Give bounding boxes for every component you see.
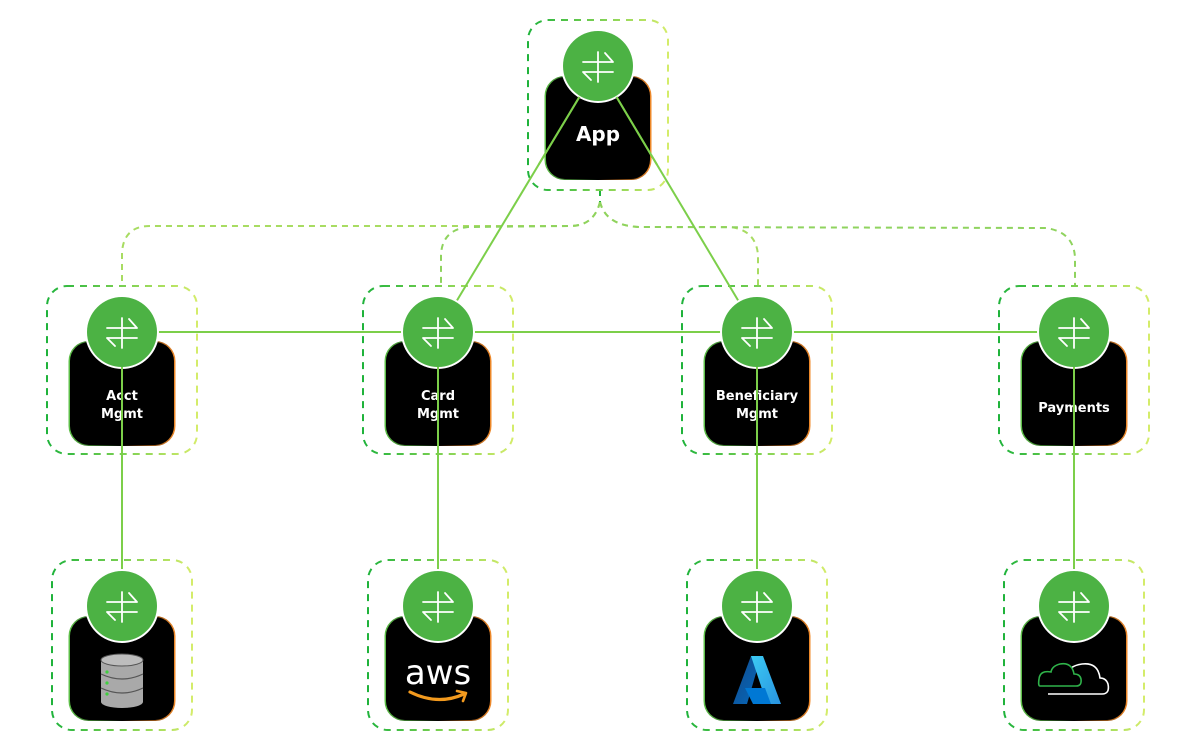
node-azure[interactable] — [703, 616, 811, 721]
hub-app[interactable] — [561, 29, 635, 103]
database-icon — [100, 653, 144, 708]
edge-overlay-app-card-mgmt — [537, 96, 581, 166]
swap-arrows-icon — [1058, 317, 1090, 349]
cloud-icon — [1037, 662, 1110, 695]
swap-arrows-icon — [422, 317, 454, 349]
dashed-edge-app-to-acct-mgmt — [121, 201, 601, 286]
container-frame-app — [527, 19, 669, 191]
container-frame-database — [51, 559, 193, 731]
azure-logo — [733, 656, 781, 704]
node-cloud[interactable] — [1020, 616, 1128, 721]
container-frame-aws — [367, 559, 509, 731]
dashed-edge-app-to-card-mgmt — [440, 201, 601, 286]
hub-card-mgmt[interactable] — [401, 295, 475, 369]
aws-logo-text: aws — [405, 653, 471, 693]
swap-arrows-icon — [741, 591, 773, 623]
edge-overlay-app-beneficiary-mgmt — [615, 96, 658, 166]
node-containers: AppAcctMgmtCardMgmtBeneficiaryMgmtPaymen… — [46, 19, 1150, 731]
dashed-edge-app-to-beneficiary-mgmt — [599, 201, 759, 286]
container-frame-azure — [686, 559, 828, 731]
swap-arrows-icon — [582, 51, 614, 83]
swap-arrows-icon — [106, 317, 138, 349]
hub-aws[interactable] — [401, 569, 475, 643]
swap-arrows-icon — [741, 317, 773, 349]
hub-acct-mgmt[interactable] — [85, 295, 159, 369]
node-aws[interactable]: aws — [384, 616, 492, 721]
hub-database[interactable] — [85, 569, 159, 643]
node-app[interactable]: App — [544, 76, 652, 180]
container-frame-cloud — [1003, 559, 1145, 731]
hub-azure[interactable] — [720, 569, 794, 643]
swap-arrows-icon — [1058, 591, 1090, 623]
swap-arrows-icon — [106, 591, 138, 623]
dashed-edge-app-to-payments — [599, 201, 1076, 286]
hub-beneficiary-mgmt[interactable] — [720, 295, 794, 369]
aws-logo: aws — [405, 653, 471, 703]
node-label-app: App — [576, 122, 620, 146]
node-database[interactable] — [68, 616, 176, 721]
dashed-connectors — [121, 190, 1076, 286]
hub-cloud[interactable] — [1037, 569, 1111, 643]
node-hubs — [85, 29, 1111, 643]
hub-payments[interactable] — [1037, 295, 1111, 369]
swap-arrows-icon — [422, 591, 454, 623]
